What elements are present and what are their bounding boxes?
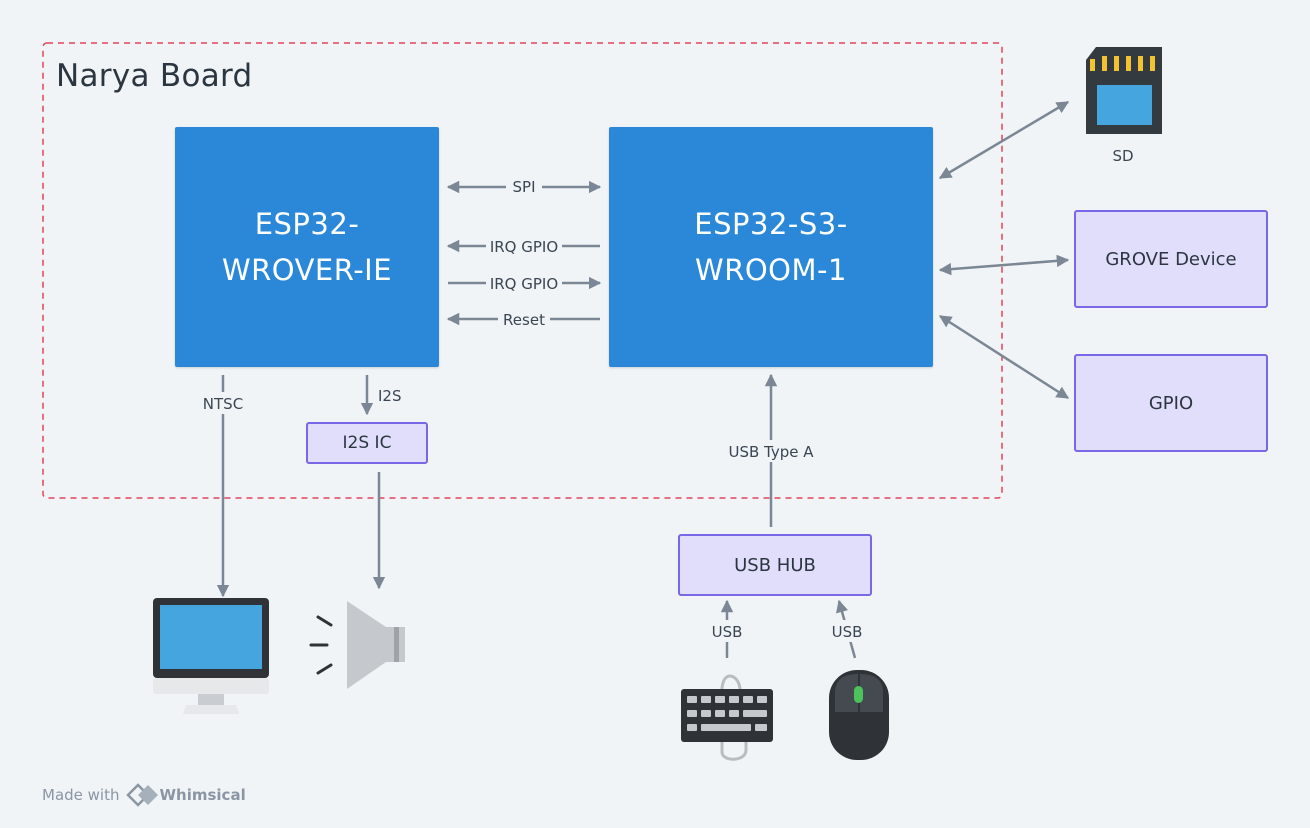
gpio-box[interactable]: GPIO [1074, 354, 1268, 452]
sd-arrow [938, 100, 1070, 180]
irq-gpio-label-2: IRQ GPIO [490, 275, 558, 293]
esp32-wrover-chip[interactable]: ESP32- WROVER-IE [175, 127, 439, 367]
spi-label: SPI [513, 178, 536, 196]
keyboard-icon [681, 674, 773, 761]
mouse-icon [829, 670, 889, 760]
i2s-ic-box[interactable]: I2S IC [306, 422, 428, 464]
monitor-icon [153, 598, 269, 714]
whimsical-logo-icon [126, 783, 158, 807]
whimsical-brand: Whimsical [159, 786, 246, 804]
gpio-label: GPIO [1148, 392, 1194, 414]
grove-arrow [938, 254, 1070, 276]
board-title: Narya Board [56, 58, 253, 94]
esp32-s3-chip[interactable]: ESP32-S3- WROOM-1 [609, 127, 933, 367]
footer[interactable]: Made with Whimsical [42, 786, 246, 804]
gpio-arrow [938, 314, 1070, 400]
made-with-text: Made with [42, 786, 120, 804]
sd-label: SD [1112, 147, 1133, 165]
usb-keyboard-label: USB [712, 623, 743, 641]
i2s-ic-label: I2S IC [342, 433, 392, 453]
grove-device-label: GROVE Device [1105, 248, 1237, 270]
sd-card-icon [1086, 47, 1162, 134]
usb-mouse-label: USB [832, 623, 863, 641]
esp32-wrover-label: ESP32- WROVER-IE [221, 207, 393, 287]
speaker-icon [309, 601, 405, 689]
esp32-s3-label: ESP32-S3- WROOM-1 [694, 207, 848, 287]
grove-device-box[interactable]: GROVE Device [1074, 210, 1268, 308]
i2s-label: I2S [378, 387, 402, 405]
irq-gpio-label-1: IRQ GPIO [490, 238, 558, 256]
reset-label: Reset [503, 311, 545, 329]
usb-type-a-label: USB Type A [728, 443, 814, 461]
ntsc-label: NTSC [203, 395, 243, 413]
usb-hub-label: USB HUB [734, 554, 816, 576]
usb-hub-box[interactable]: USB HUB [678, 534, 872, 596]
